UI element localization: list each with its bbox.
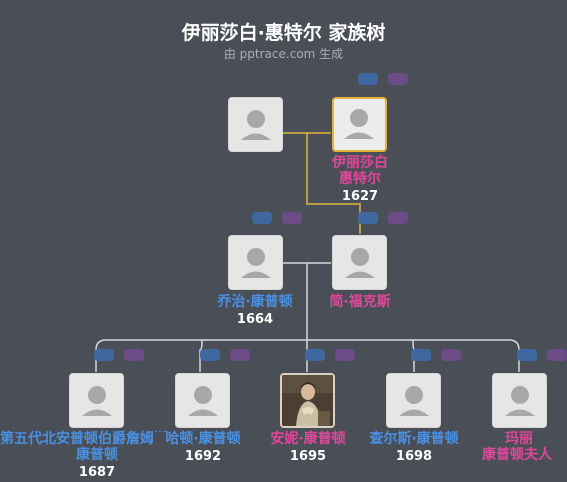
expand-mother-button[interactable] [230, 349, 250, 361]
person-placeholder-icon [344, 109, 374, 139]
person-birth-year: 1692 [184, 449, 222, 464]
person-name-line1[interactable]: 伊丽莎白 [332, 155, 388, 171]
person-name-line2[interactable]: 康普顿夫人 [482, 447, 552, 463]
person-name-line2[interactable]: 康普顿 [76, 447, 118, 463]
person-name[interactable]: 乔治·康普顿 [217, 294, 293, 310]
person-name[interactable]: 查尔斯·康普顿 [369, 431, 459, 447]
avatar-charles-compton[interactable] [386, 373, 441, 428]
expand-father-button[interactable] [517, 349, 537, 361]
person-name[interactable]: 安妮·康普顿 [270, 431, 346, 447]
expand-mother-button[interactable] [441, 349, 461, 361]
avatar-fifth-earl[interactable] [69, 373, 124, 428]
expand-mother-button[interactable] [388, 212, 408, 224]
person-birth-year: 1627 [341, 189, 379, 204]
person-birth-year: 1664 [236, 312, 274, 327]
expand-father-button[interactable] [411, 349, 431, 361]
expand-mother-button[interactable] [547, 349, 567, 361]
expand-father-button[interactable] [305, 349, 325, 361]
expand-father-button[interactable] [252, 212, 272, 224]
person-birth-year: 1695 [289, 449, 327, 464]
person-placeholder-icon [82, 386, 112, 416]
person-placeholder-icon [345, 248, 375, 278]
person-placeholder-icon [241, 110, 271, 140]
person-placeholder-icon [399, 386, 429, 416]
person-birth-year: 1687 [78, 465, 116, 480]
person-placeholder-icon [188, 386, 218, 416]
avatar-unknown-spouse[interactable] [228, 97, 283, 152]
page-title: 伊丽莎白·惠特尔 家族树 [181, 22, 386, 44]
expand-mother-button[interactable] [124, 349, 144, 361]
expand-mother-button[interactable] [335, 349, 355, 361]
person-name[interactable]: 简·福克斯 [329, 294, 391, 310]
expand-father-button[interactable] [94, 349, 114, 361]
expand-father-button[interactable] [358, 212, 378, 224]
person-birth-year: 1698 [395, 449, 433, 464]
person-name[interactable]: 哈顿·康普顿 [153, 432, 253, 447]
avatar-george-compton[interactable] [228, 235, 283, 290]
person-placeholder-icon [241, 248, 271, 278]
avatar-mary-compton[interactable] [492, 373, 547, 428]
avatar-elizabeth-whittle[interactable] [332, 97, 387, 152]
person-name-line1[interactable]: 玛丽 [505, 431, 533, 447]
expand-father-button[interactable] [200, 349, 220, 361]
portrait-image [282, 375, 333, 426]
avatar-anne-compton-portrait[interactable] [280, 373, 335, 428]
expand-father-button[interactable] [358, 73, 378, 85]
expand-mother-button[interactable] [388, 73, 408, 85]
expand-mother-button[interactable] [282, 212, 302, 224]
person-name-line1[interactable]: 第五代北安普顿伯爵詹姆斯 [0, 431, 168, 447]
avatar-jane-fox[interactable] [332, 235, 387, 290]
person-name-line2[interactable]: 惠特尔 [339, 171, 381, 187]
person-placeholder-icon [505, 386, 535, 416]
page-subtitle: 由 pptrace.com 生成 [223, 47, 344, 61]
avatar-hatton-compton[interactable] [175, 373, 230, 428]
